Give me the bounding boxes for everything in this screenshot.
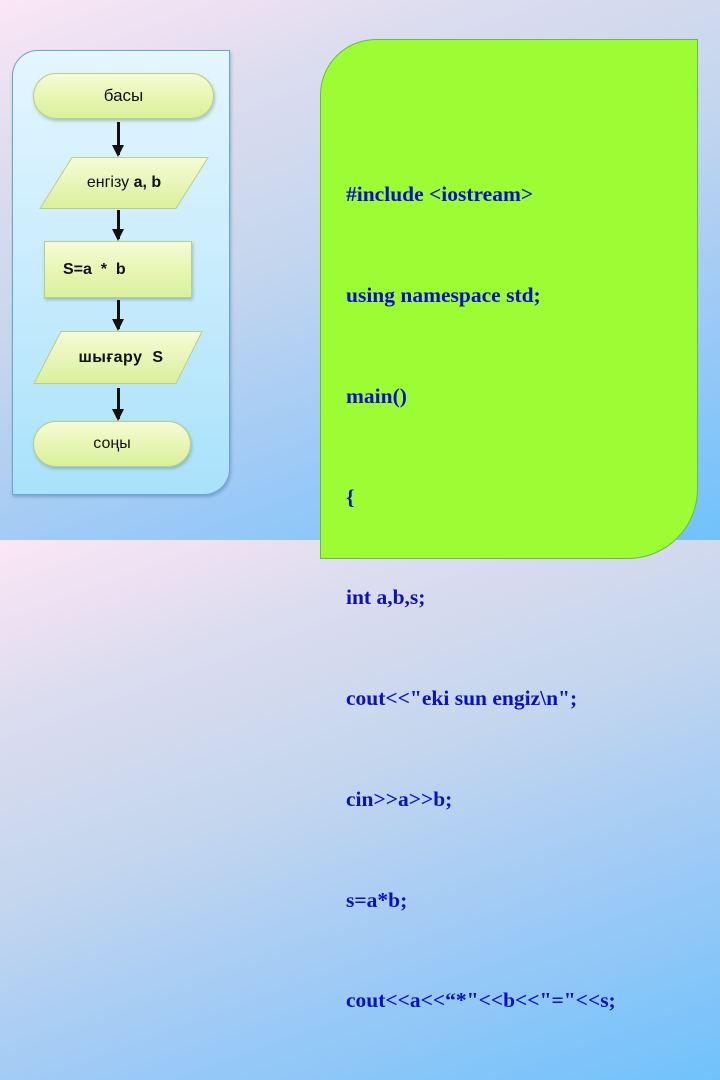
output-shape-icon: [33, 331, 203, 384]
arrow-down-icon: [112, 122, 124, 157]
code-panel: [320, 39, 698, 559]
code-line: using namespace std;: [346, 282, 541, 307]
input-label: енгізу: [86, 174, 134, 191]
start-label: басы: [103, 86, 144, 105]
input-shape-icon: [39, 157, 209, 209]
code-line: s=a*b;: [346, 887, 408, 912]
end-label: соңы: [93, 435, 131, 452]
process-box: S=a * b: [44, 241, 192, 298]
process-label: S=a * b: [63, 260, 126, 278]
arrow-down-icon: [112, 300, 124, 331]
arrow-down-icon: [112, 388, 124, 421]
input-vars: a, b: [133, 174, 162, 191]
input-parallelogram: енгізу a, b: [39, 157, 209, 209]
code-line: main(): [346, 383, 407, 408]
output-parallelogram: шығару S: [33, 331, 203, 384]
code-line: cout<<"eki sun engiz\n";: [346, 686, 578, 711]
code-line: int a,b,s;: [346, 585, 426, 610]
output-label: шығару S: [78, 348, 164, 366]
start-terminator: басы: [33, 73, 214, 119]
code-line: #include <iostream>: [346, 182, 534, 207]
code-line: {: [346, 484, 355, 509]
code-line: cout<<a<<“*"<<b<<"="<<s;: [346, 988, 616, 1013]
code-line: cin>>a>>b;: [346, 786, 453, 811]
end-terminator: соңы: [33, 421, 191, 467]
code-listing: #include <iostream> using namespace std;…: [346, 111, 616, 1080]
arrow-down-icon: [112, 210, 124, 241]
